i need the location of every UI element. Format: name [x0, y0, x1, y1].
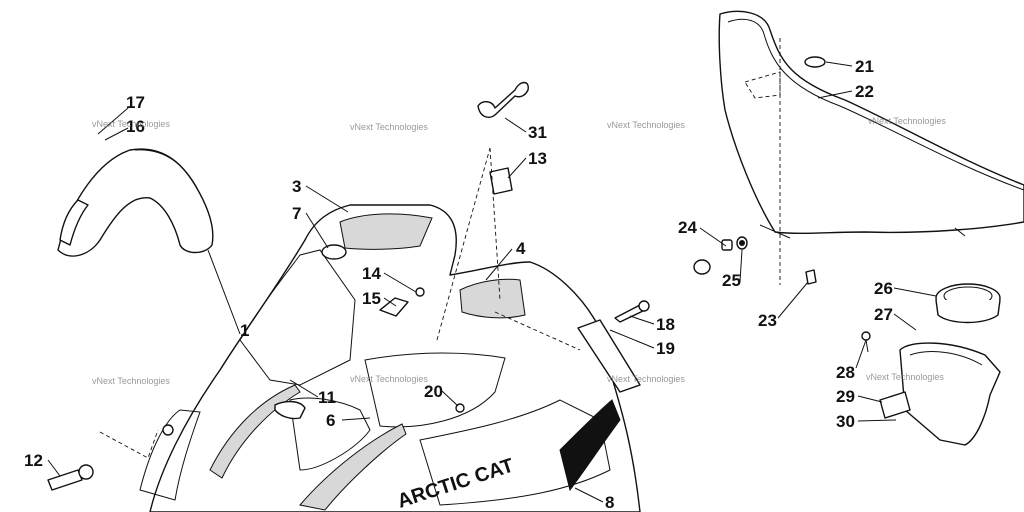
callout-13: 13 [528, 149, 547, 168]
callout-leader-28 [855, 339, 867, 369]
callout-leader-18 [629, 315, 655, 325]
callout-24: 24 [678, 218, 697, 237]
callout-leader-24 [699, 227, 727, 247]
hand-deflector [57, 148, 214, 257]
callout-leader-30 [857, 419, 897, 422]
callout-20: 20 [424, 382, 443, 401]
watermarks: vNext Technologies vNext Technologies vN… [92, 116, 946, 386]
tether-31 [477, 81, 529, 118]
callout-leader-22 [817, 90, 853, 99]
panel-6 [274, 400, 306, 420]
callout-25: 25 [722, 271, 741, 290]
callout-6: 6 [326, 411, 335, 430]
callout-12: 12 [24, 451, 43, 470]
callout-leader-25 [739, 249, 743, 283]
callout-leader-21 [825, 61, 853, 67]
windshield-decal [804, 56, 826, 68]
watermark: vNext Technologies [92, 119, 170, 129]
callout-leader-8 [574, 487, 604, 503]
watermark: vNext Technologies [350, 374, 428, 384]
callout-leader-23 [777, 281, 809, 319]
callout-11: 11 [318, 388, 336, 407]
watermark: vNext Technologies [868, 116, 946, 126]
callout-16: 16 [126, 117, 145, 136]
callout-leader-31 [504, 117, 527, 133]
callout-leader-1 [207, 249, 241, 335]
strip-19 [577, 319, 641, 393]
callout-26: 26 [874, 279, 893, 298]
watermark: vNext Technologies [92, 376, 170, 386]
callout-leader-13 [507, 157, 527, 179]
callout-leader-19 [609, 329, 655, 349]
watermark: vNext Technologies [866, 372, 944, 382]
callout-leader-16 [104, 127, 129, 141]
callout-leader-29 [857, 395, 883, 403]
callout-leader-7 [305, 212, 329, 249]
left-vent [339, 213, 433, 250]
callout-27: 27 [874, 305, 893, 324]
callout-29: 29 [836, 387, 855, 406]
callout-leader-12 [47, 459, 61, 477]
callout-leader-17 [97, 107, 129, 135]
windshield-fasteners [693, 236, 817, 285]
callout-1: 1 [240, 321, 249, 340]
gauge-assembly [861, 283, 1001, 446]
callout-22: 22 [855, 82, 874, 101]
callout-15: 15 [362, 289, 381, 308]
watermark: vNext Technologies [607, 374, 685, 384]
callout-14: 14 [362, 264, 381, 283]
watermark: vNext Technologies [607, 120, 685, 130]
callout-leader-26 [893, 287, 937, 297]
callout-leader-27 [893, 313, 917, 331]
callout-leader-11 [289, 379, 319, 398]
callout-leader-3 [305, 185, 349, 213]
callout-31: 31 [528, 123, 547, 142]
switch-13 [489, 167, 513, 195]
callout-leader-6 [341, 417, 371, 421]
callout-leader-14 [383, 272, 417, 293]
callout-19: 19 [656, 339, 675, 358]
callout-23: 23 [758, 311, 777, 330]
callout-28: 28 [836, 363, 855, 382]
callout-21: 21 [855, 57, 874, 76]
windshield [718, 10, 1024, 285]
callout-30: 30 [836, 412, 855, 431]
nut-14 [415, 287, 425, 297]
plug-7 [321, 244, 347, 260]
callout-4: 4 [516, 239, 526, 258]
callout-leader-4 [485, 248, 513, 281]
callout-17: 17 [126, 93, 145, 112]
callout-7: 7 [292, 204, 301, 223]
right-vent [459, 278, 526, 319]
callout-leader-20 [441, 390, 459, 407]
callout-3: 3 [292, 177, 301, 196]
callout-leader-15 [383, 297, 397, 307]
watermark: vNext Technologies [350, 122, 428, 132]
trim-12 [47, 469, 83, 491]
callout-18: 18 [656, 315, 675, 334]
callout-8: 8 [605, 493, 614, 512]
